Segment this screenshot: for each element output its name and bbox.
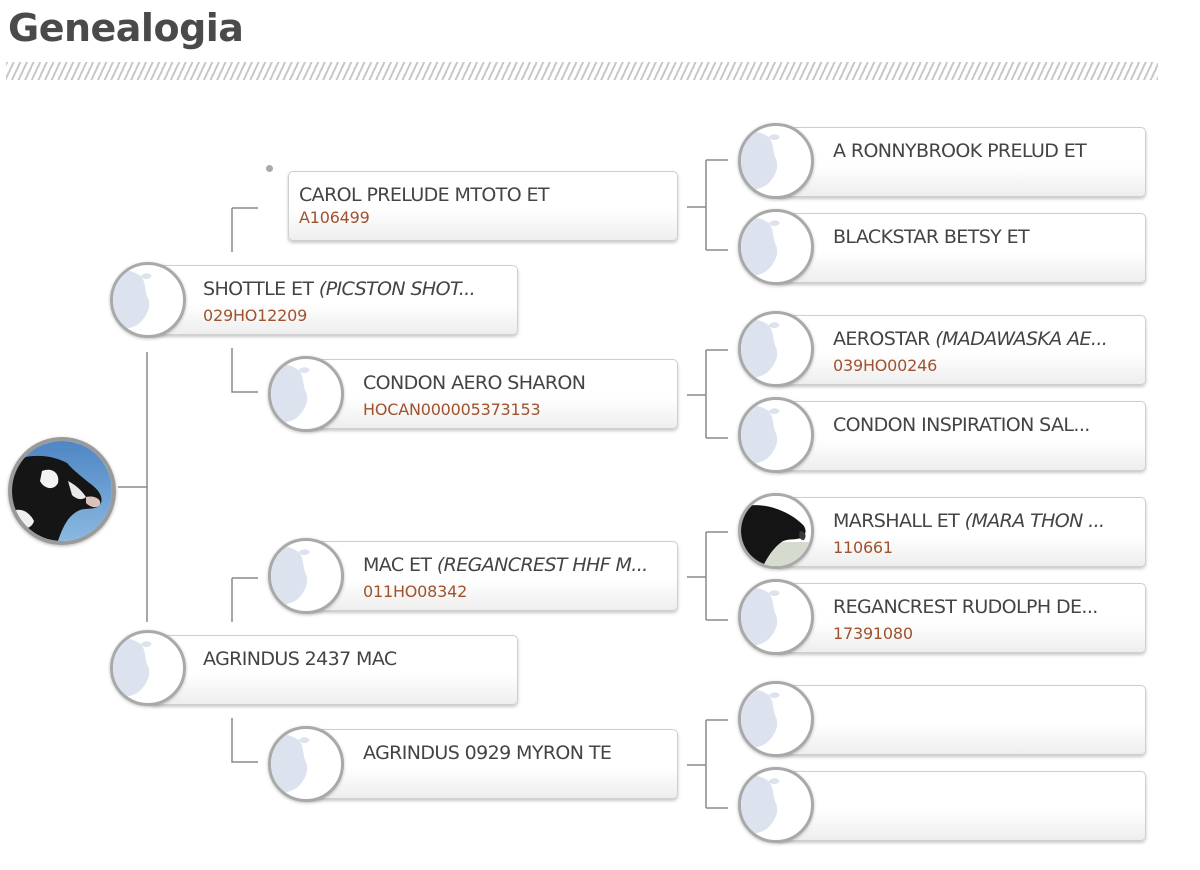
animal-alias: (REGANCREST HHF M... <box>436 554 648 576</box>
pedigree-card-sire-sire-dam[interactable]: BLACKSTAR BETSY ET <box>776 213 1146 283</box>
cow-silhouette-icon <box>268 726 344 802</box>
pedigree-card-sire-sire[interactable]: CAROL PRELUDE MTOTO ET A106499 <box>288 171 678 241</box>
pedigree-card-dam-dam[interactable]: AGRINDUS 0929 MYRON TE <box>306 729 678 799</box>
animal-alias: (PICSTON SHOT... <box>318 278 476 300</box>
animal-name-text: SHOTTLE ET <box>203 278 314 300</box>
animal-name-text: MAC ET <box>363 554 432 576</box>
cow-silhouette-icon <box>738 681 814 757</box>
cow-silhouette-icon <box>738 311 814 387</box>
pedigree-card-dam-sire[interactable]: MAC ET (REGANCREST HHF M... 011HO08342 <box>306 541 678 611</box>
animal-name: MAC ET (REGANCREST HHF M... <box>363 554 669 576</box>
animal-name: MARSHALL ET (MARA THON ... <box>833 510 1133 532</box>
title-underline-hatch <box>6 62 1158 80</box>
cow-silhouette-icon <box>110 630 186 706</box>
animal-name: CONDON AERO SHARON <box>363 372 586 394</box>
root-animal-photo[interactable] <box>8 437 116 545</box>
animal-code: 17391080 <box>833 624 913 643</box>
cow-silhouette-icon <box>268 356 344 432</box>
animal-name: CAROL PRELUDE MTOTO ET <box>299 184 550 206</box>
animal-name-text: MARSHALL ET <box>833 510 960 532</box>
animal-code: HOCAN000005373153 <box>363 400 541 419</box>
animal-alias: (MADAWASKA AE... <box>935 328 1108 350</box>
animal-name: CONDON INSPIRATION SAL... <box>833 414 1090 436</box>
animal-name: REGANCREST RUDOLPH DE... <box>833 596 1098 618</box>
cow-photo <box>12 441 112 541</box>
pedigree-card-sire-dam-sire[interactable]: AEROSTAR (MADAWASKA AE... 039HO00246 <box>776 315 1146 385</box>
cow-silhouette-icon <box>738 397 814 473</box>
pedigree-card-sire[interactable]: SHOTTLE ET (PICSTON SHOT... 029HO12209 <box>150 265 518 335</box>
animal-code: A106499 <box>299 208 370 227</box>
animal-name-text: AEROSTAR <box>833 328 930 350</box>
animal-code: 029HO12209 <box>203 306 308 325</box>
animal-code: 039HO00246 <box>833 356 938 375</box>
animal-name: A RONNYBROOK PRELUD ET <box>833 140 1087 162</box>
animal-name: AGRINDUS 2437 MAC <box>203 648 397 670</box>
pedigree-card-dam-dam-sire[interactable] <box>776 685 1146 755</box>
pedigree-card-dam-sire-dam[interactable]: REGANCREST RUDOLPH DE... 17391080 <box>776 583 1146 653</box>
pedigree-card-dam-dam-dam[interactable] <box>776 771 1146 841</box>
cow-silhouette-icon <box>738 579 814 655</box>
page-title: Genealogia <box>8 6 244 50</box>
animal-alias: (MARA THON ... <box>964 510 1105 532</box>
pedigree-card-dam[interactable]: AGRINDUS 2437 MAC <box>150 635 518 705</box>
animal-name: SHOTTLE ET (PICSTON SHOT... <box>203 278 508 300</box>
cow-silhouette-icon <box>738 767 814 843</box>
animal-name: BLACKSTAR BETSY ET <box>833 226 1030 248</box>
animal-name: AEROSTAR (MADAWASKA AE... <box>833 328 1133 350</box>
animal-code: 110661 <box>833 538 893 557</box>
cow-photo <box>738 493 814 569</box>
animal-name: AGRINDUS 0929 MYRON TE <box>363 742 612 764</box>
pedigree-card-dam-sire-sire[interactable]: MARSHALL ET (MARA THON ... 110661 <box>776 497 1146 567</box>
indicator-dot <box>266 165 273 172</box>
cow-silhouette-icon <box>738 123 814 199</box>
cow-silhouette-icon <box>738 209 814 285</box>
pedigree-card-sire-sire-sire[interactable]: A RONNYBROOK PRELUD ET <box>776 127 1146 197</box>
animal-code: 011HO08342 <box>363 582 468 601</box>
pedigree-card-sire-dam[interactable]: CONDON AERO SHARON HOCAN000005373153 <box>306 359 678 429</box>
cow-silhouette-icon <box>268 538 344 614</box>
cow-silhouette-icon <box>110 262 186 338</box>
pedigree-card-sire-dam-dam[interactable]: CONDON INSPIRATION SAL... <box>776 401 1146 471</box>
